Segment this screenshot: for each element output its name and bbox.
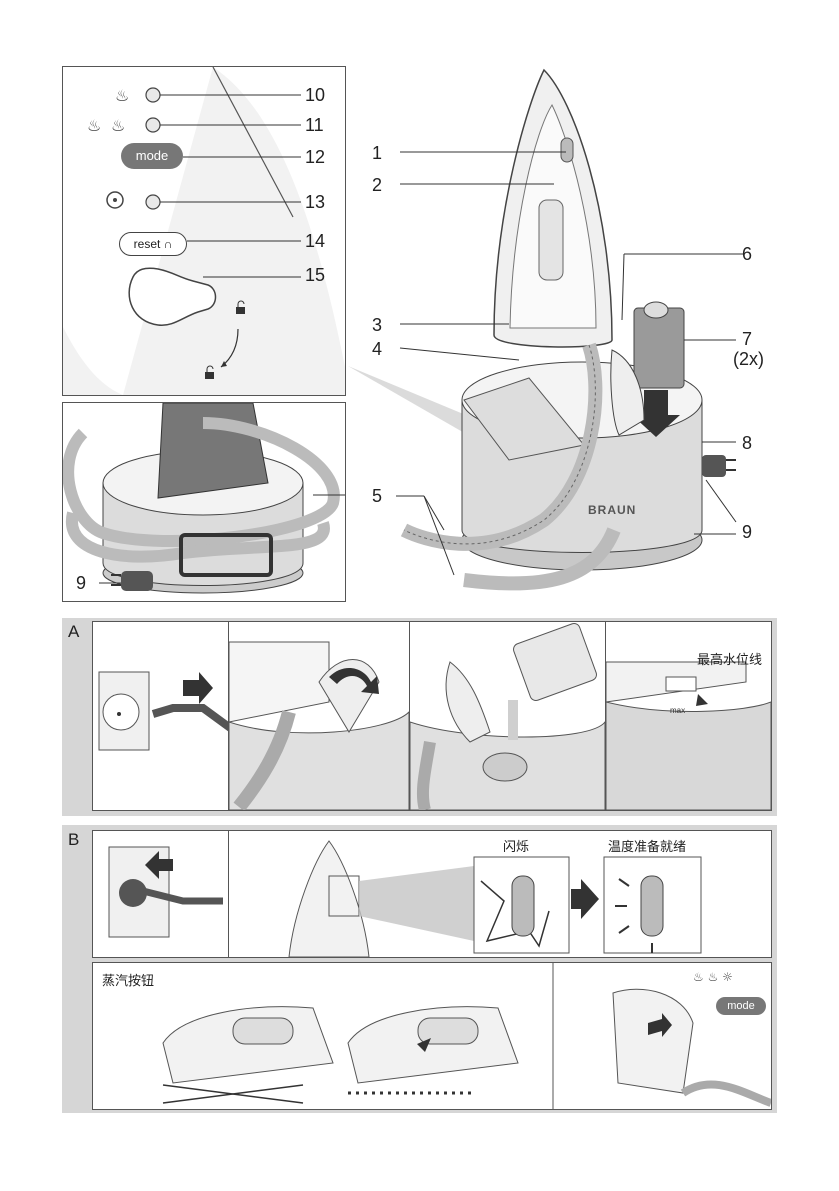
callout-6: 6 <box>742 245 752 263</box>
open-lid-drawing <box>229 622 409 810</box>
blinking-label: 闪烁 <box>503 836 529 855</box>
callout-8: 8 <box>742 434 752 452</box>
callout-10: 10 <box>305 86 325 104</box>
plug-in-drawing <box>93 622 228 810</box>
callout-14: 14 <box>305 232 325 250</box>
step-a2-open-lid <box>228 621 410 811</box>
reset-icon: ∩ <box>164 237 173 251</box>
callout-7: 7 <box>742 330 752 348</box>
control-panel-inset: ♨ ♨ ♨ mode reset ∩ <box>62 66 346 396</box>
reset-label: reset <box>134 237 161 251</box>
mode-button[interactable]: mode <box>121 143 183 169</box>
callout-1: 1 <box>372 144 382 162</box>
section-b-label: B <box>68 830 79 850</box>
unplug-drawing <box>93 831 228 957</box>
storage-inset <box>62 402 346 602</box>
max-mark: max <box>670 706 685 715</box>
storage-drawing <box>63 403 345 601</box>
steam-level-icons: ♨ ♨ ☼ <box>693 970 733 984</box>
callout-5: 5 <box>372 487 382 505</box>
max-water-line-label: 最高水位线 <box>697 649 762 668</box>
step-b1-unplug <box>92 830 229 958</box>
callout-13: 13 <box>305 193 325 211</box>
steam-station-illustration <box>344 60 784 610</box>
svg-text:♨: ♨ <box>111 116 125 135</box>
step-b3-steam-button <box>92 962 772 1110</box>
svg-text:♨: ♨ <box>87 116 101 135</box>
steam-button-label: 蒸汽按钮 <box>102 970 154 989</box>
callout-4: 4 <box>372 340 382 358</box>
ready-label: 温度准备就绪 <box>608 836 686 855</box>
step-a3-fill-water <box>409 621 606 811</box>
callout-2: 2 <box>372 176 382 194</box>
callout-15: 15 <box>305 266 325 284</box>
callout-12: 12 <box>305 148 325 166</box>
callout-11: 11 <box>305 116 324 134</box>
mode-button-b: mode <box>716 997 766 1015</box>
reset-button[interactable]: reset ∩ <box>119 232 187 256</box>
svg-text:♨: ♨ <box>115 86 129 105</box>
callout-9-storage: 9 <box>76 574 86 592</box>
section-a-label: A <box>68 622 79 642</box>
step-b2-ready-light <box>228 830 772 958</box>
callout-9-main: 9 <box>742 523 752 541</box>
fill-water-drawing <box>410 622 605 810</box>
ready-light-drawing <box>229 831 771 957</box>
brand-logo: BRAUN <box>588 503 636 517</box>
callout-3: 3 <box>372 316 382 334</box>
step-a1-plug-in <box>92 621 229 811</box>
callout-7-quantity: (2x) <box>733 350 764 368</box>
steam-button-drawing <box>93 963 771 1109</box>
control-panel-drawing: ♨ ♨ ♨ <box>63 67 345 395</box>
